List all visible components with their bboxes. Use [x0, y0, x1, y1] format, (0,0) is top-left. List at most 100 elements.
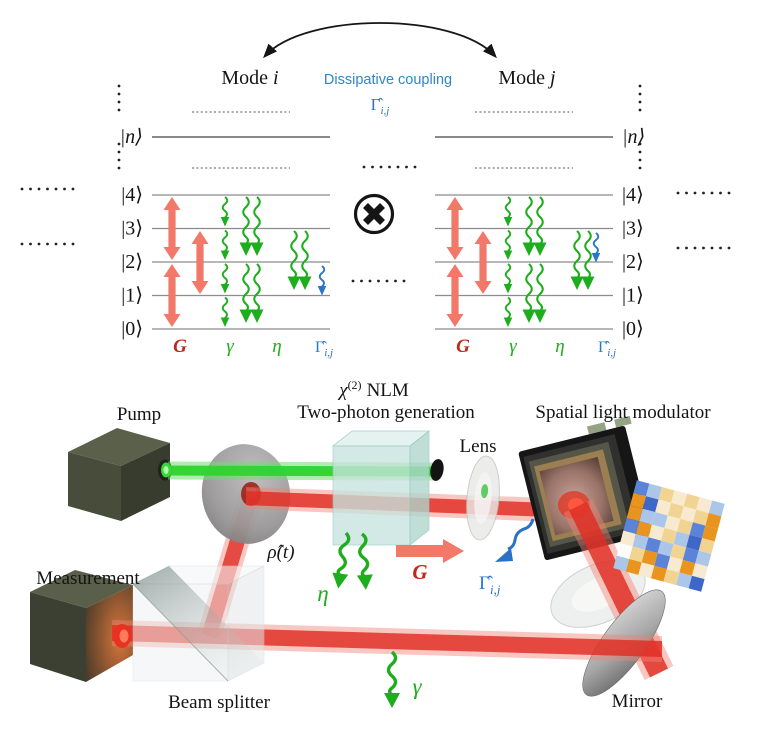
- eta-decay-arrow: [521, 195, 537, 258]
- dissipative-coupling-label: Dissipative coupling: [324, 72, 452, 88]
- mosaic-cell: [630, 492, 647, 509]
- phase-mask-cells: [613, 480, 725, 592]
- mosaic-cell: [682, 547, 699, 564]
- gain-label: G: [173, 336, 187, 357]
- dissipative-label: Γ̂i,j: [598, 339, 616, 359]
- measurement-detector: [30, 570, 133, 682]
- ket-3-label: |3⟩: [121, 218, 143, 240]
- mosaic-cell: [645, 537, 662, 554]
- energy-ladder-mode-j: |n⟩ |4⟩ |3⟩ |2⟩ |1⟩ |0⟩ G γ η Γ̂i,j: [435, 84, 645, 359]
- beam-spot-core: [119, 629, 129, 643]
- vertical-ellipsis: [638, 84, 642, 112]
- gamma-decay-arrow: [502, 229, 514, 261]
- mosaic-cell: [623, 517, 640, 534]
- dissipative-label: Γ̂i,j: [315, 339, 333, 359]
- mosaic-cell: [613, 555, 630, 572]
- mirror-label: Mirror: [612, 691, 663, 712]
- optical-setup-panel: Pump χ(2)NLM Two-photon generation Spati…: [30, 378, 725, 713]
- pump-emitter-core: [163, 466, 169, 474]
- coupling-operator-label: Γ̂i,j: [371, 95, 390, 117]
- eta-label: η: [555, 336, 564, 357]
- coupling-curved-arrow: [263, 22, 497, 59]
- beam-splitter: [132, 565, 265, 682]
- eta-label: η: [317, 581, 328, 606]
- gamma-decay-arrow: [502, 196, 514, 228]
- mosaic-cell: [635, 521, 652, 538]
- mosaic-cell: [648, 524, 665, 541]
- ket-0-label: |0⟩: [622, 318, 644, 340]
- mosaic-cell: [651, 512, 668, 529]
- gamma-label: γ: [412, 674, 422, 699]
- eta-decay-arrow: [238, 195, 254, 258]
- ket-4-label: |4⟩: [622, 184, 644, 206]
- mosaic-cell: [676, 518, 693, 535]
- phase-mask-mosaic: [613, 480, 725, 592]
- ellipsis-dots: [351, 279, 406, 283]
- mosaic-cell: [679, 559, 696, 576]
- mosaic-cell: [671, 490, 688, 507]
- nlm-title-label: χ(2)NLM: [337, 378, 409, 401]
- eta-decay-arrow: [249, 195, 265, 258]
- mosaic-cell: [695, 550, 712, 567]
- mosaic-cell: [667, 502, 684, 519]
- slm-label: Spatial light modulator: [535, 402, 711, 423]
- eta-decay-arrow: [521, 262, 537, 325]
- mosaic-cell: [689, 522, 706, 539]
- vertical-ellipsis: [117, 84, 121, 112]
- mosaic-cell: [626, 505, 643, 522]
- mosaic-cell: [650, 565, 667, 582]
- mosaic-cell: [616, 543, 633, 559]
- mosaic-cell: [638, 562, 655, 579]
- eta-decay-arrow: [286, 229, 302, 292]
- ket-3-label: |3⟩: [622, 218, 644, 240]
- mosaic-cell: [680, 506, 697, 523]
- ket-1-label: |1⟩: [622, 285, 644, 307]
- eta-decay-arrow: [569, 229, 585, 292]
- gain-label: G: [412, 560, 427, 584]
- mosaic-cell: [702, 525, 718, 542]
- ket-4-label: |4⟩: [121, 184, 143, 206]
- gamma-decay-arrow: [502, 296, 514, 328]
- gamma-decay-arrow: [219, 229, 231, 261]
- mosaic-cell: [666, 556, 683, 573]
- energy-ladder-mode-i: |n⟩ |4⟩ |3⟩ |2⟩ |1⟩ |0⟩ G γ η Γ̂i,j: [117, 84, 333, 359]
- gamma-loss-arrow: [382, 650, 402, 710]
- pump-laser: [68, 428, 172, 521]
- ket-0-label: |0⟩: [121, 318, 143, 340]
- ellipsis-dots: [20, 242, 75, 246]
- ket-n-label: |n⟩: [120, 126, 143, 148]
- ket-1-label: |1⟩: [121, 285, 143, 307]
- mosaic-cell: [625, 558, 642, 575]
- ket-n-label: |n⟩: [622, 126, 645, 148]
- mosaic-cell: [708, 500, 725, 517]
- mosaic-cell: [646, 483, 662, 500]
- eta-decay-arrow: [532, 262, 548, 325]
- mosaic-cell: [676, 572, 692, 589]
- mosaic-cell: [629, 546, 646, 563]
- eta-decay-arrow: [249, 262, 265, 325]
- ellipsis-dots: [20, 187, 75, 191]
- mosaic-cell: [655, 499, 672, 516]
- nlm-description-label: Two-photon generation: [297, 402, 475, 423]
- ket-2-label: |2⟩: [622, 251, 644, 273]
- beam-splitter-label: Beam splitter: [168, 692, 271, 713]
- gain-arrow: [396, 539, 464, 563]
- mosaic-cell: [683, 493, 700, 510]
- beam-spot: [481, 484, 489, 499]
- ellipsis-dots: [676, 246, 731, 250]
- mosaic-cell: [639, 508, 656, 525]
- ellipsis-dots: [676, 191, 731, 195]
- mosaic-cell: [696, 497, 713, 514]
- eta-label: η: [272, 336, 281, 357]
- gain-label: G: [456, 336, 470, 357]
- mosaic-cell: [654, 553, 671, 570]
- dissipative-coupling-arrow: [316, 265, 328, 297]
- mosaic-cell: [657, 540, 674, 557]
- dissipative-coupling-arrow: [590, 232, 602, 264]
- mosaic-cell: [641, 549, 658, 566]
- density-matrix-label: ρ̂(t): [266, 542, 294, 563]
- mosaic-cell: [691, 563, 708, 580]
